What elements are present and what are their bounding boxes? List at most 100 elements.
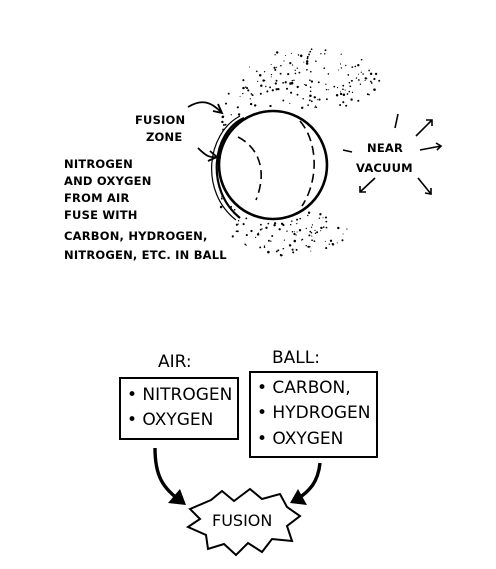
air-particle: [275, 88, 278, 91]
air-particle: [370, 82, 373, 84]
air-particle: [331, 243, 335, 246]
ball-item: • CARBON,: [257, 378, 351, 398]
air-particle: [220, 197, 223, 200]
air-particle: [267, 222, 270, 225]
air-particle: [287, 73, 290, 76]
description-line: NITROGEN, ETC. IN BALL: [64, 248, 227, 262]
air-particle: [257, 80, 259, 82]
air-particle: [293, 232, 296, 236]
air-particle: [325, 247, 328, 250]
air-particle: [354, 65, 357, 68]
air-particle: [246, 86, 248, 88]
air-particle: [296, 223, 298, 225]
air-item: • OXYGEN: [127, 410, 213, 430]
air-particle: [224, 102, 228, 105]
air-particle: [369, 72, 373, 76]
air-particle: [336, 242, 338, 244]
air-particle: [278, 228, 281, 231]
air-particle: [306, 55, 309, 58]
air-particle: [316, 99, 318, 101]
air-particle: [340, 53, 342, 55]
air-particle: [323, 67, 326, 69]
air-particle: [307, 104, 309, 106]
air-particle: [311, 235, 313, 237]
air-particle: [282, 99, 285, 102]
air-particle: [358, 73, 360, 75]
air-particle: [339, 63, 342, 65]
air-particle: [324, 240, 326, 242]
air-particle: [219, 205, 223, 209]
air-particle: [319, 213, 322, 216]
air-particle: [328, 89, 330, 91]
air-particle: [276, 51, 279, 54]
air-particle: [257, 232, 259, 234]
air-particle: [302, 97, 304, 100]
fusion-zone-arrow: [187, 101, 222, 113]
air-particle: [357, 64, 360, 67]
air-particle: [350, 98, 353, 101]
air-particle: [267, 250, 270, 254]
air-particle: [310, 100, 313, 103]
air-particle: [320, 226, 323, 230]
air-particle: [265, 226, 268, 229]
air-particle: [342, 88, 344, 91]
description-line: CARBON, HYDROGEN,: [64, 229, 208, 243]
arrowhead: [168, 489, 186, 505]
air-particle: [259, 246, 262, 249]
air-particle: [325, 220, 328, 223]
description-line: NITROGEN: [64, 157, 133, 171]
air-particle: [270, 240, 272, 242]
air-particle: [279, 72, 282, 75]
air-particle: [305, 84, 307, 87]
air-particle: [245, 217, 248, 220]
air-particle: [340, 67, 343, 69]
air-particle: [244, 243, 247, 246]
air-particle: [325, 98, 328, 101]
air-particle: [247, 89, 250, 92]
air-particle: [373, 77, 376, 81]
air-particle: [227, 92, 230, 95]
air-particle: [284, 54, 287, 57]
air-particle: [273, 223, 276, 227]
air-particle: [263, 245, 266, 247]
air-particle: [337, 226, 340, 230]
air-particle: [342, 93, 346, 96]
air-particle: [374, 72, 378, 76]
air-particle: [253, 104, 257, 107]
air-particle: [258, 74, 262, 77]
air-particle: [349, 85, 352, 88]
air-particle: [348, 90, 351, 93]
air-particle: [322, 217, 324, 219]
air-particle: [288, 244, 292, 247]
air-particle: [250, 93, 253, 95]
air-box: [119, 377, 239, 440]
air-particle: [265, 85, 267, 88]
ball-item: • HYDROGEN: [257, 403, 371, 423]
air-particle: [297, 54, 300, 56]
air-particle: [274, 82, 277, 85]
air-particle: [324, 216, 328, 219]
air-particle: [293, 239, 297, 243]
ball-item-list: • CARBON, • HYDROGEN • OXYGEN: [257, 378, 376, 449]
air-particle: [293, 231, 295, 233]
air-particle: [235, 223, 238, 226]
air-particle: [245, 244, 247, 246]
air-particle: [266, 90, 269, 93]
vacuum-arrows: [342, 113, 443, 195]
air-particle: [368, 69, 370, 72]
air-particle: [291, 64, 294, 66]
air-particle: [222, 124, 225, 126]
air-particle: [360, 58, 363, 61]
air-particle: [339, 104, 342, 106]
air-particle: [221, 117, 223, 119]
air-particle: [308, 99, 311, 102]
air-particle: [242, 79, 245, 82]
air-particle: [310, 48, 313, 51]
air-particle: [286, 230, 288, 232]
air-particle: [271, 89, 274, 92]
air-particles: [219, 48, 381, 257]
air-particle: [369, 80, 372, 83]
air-particle: [333, 85, 336, 88]
air-particle: [296, 93, 299, 96]
